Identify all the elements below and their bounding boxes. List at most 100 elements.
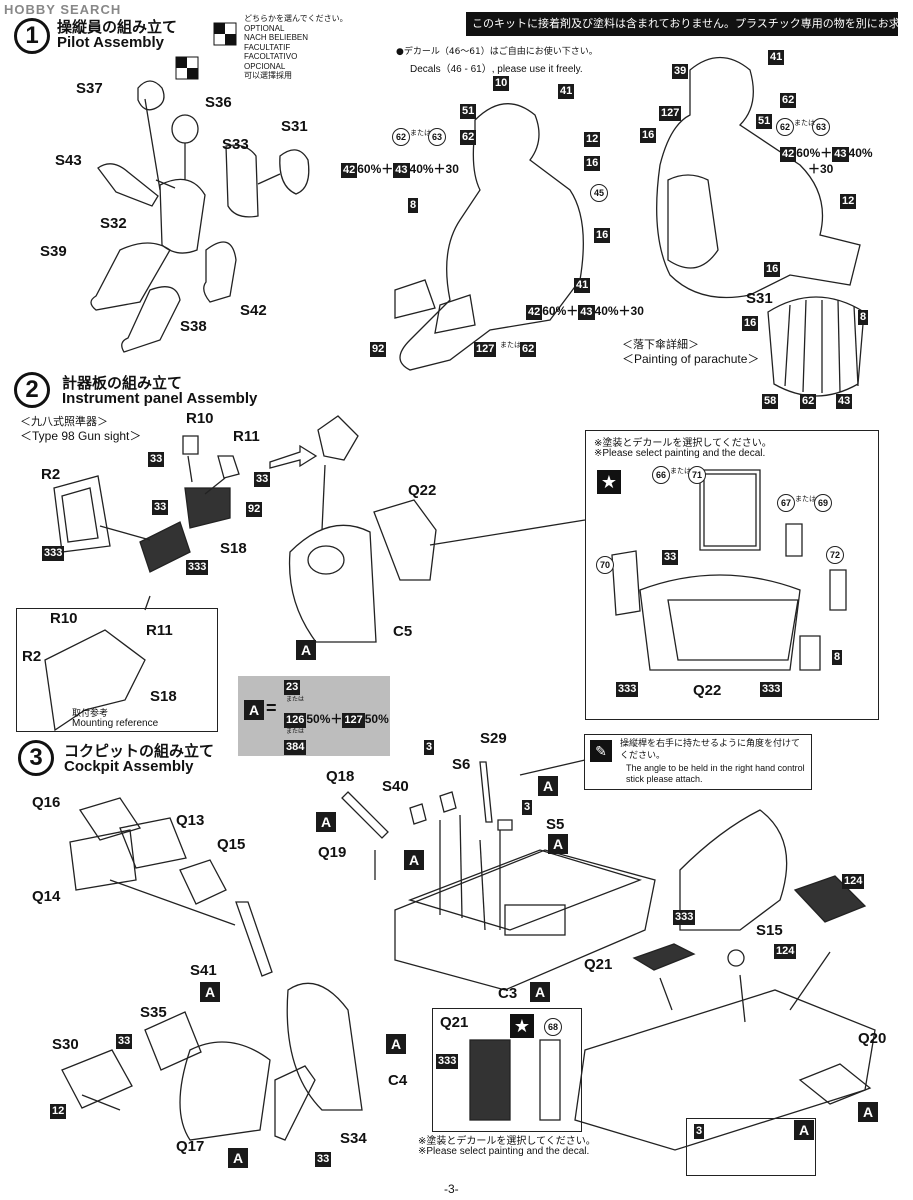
star-icon: ★ — [510, 1014, 534, 1038]
color-code: 51 — [756, 114, 773, 129]
part-label: Q13 — [176, 812, 205, 829]
panel-note-en: ※Please select painting and the decal. — [594, 448, 766, 459]
notice-banner: このキットに接着剤及び塗料は含まれておりません。プラスチック専用の物を別にお求め… — [466, 12, 898, 36]
part-label: C5 — [393, 623, 413, 640]
panel-decal-box — [585, 430, 879, 720]
color-code: 124 — [842, 874, 865, 889]
color-code: 16 — [764, 262, 781, 277]
color-code: 16 — [584, 156, 601, 171]
tip-icon: ✎ — [590, 740, 612, 762]
color-code: 333 — [616, 682, 639, 697]
color-code-circle: 45 — [590, 184, 608, 202]
detail-inset-box — [686, 1118, 816, 1176]
page-number: -3- — [444, 1182, 459, 1196]
step-3-title-en: Cockpit Assembly — [64, 758, 194, 775]
part-label: Q16 — [32, 794, 61, 811]
color-code: 92 — [370, 342, 387, 357]
color-code: 8 — [408, 198, 419, 213]
watermark: HOBBY SEARCH — [4, 2, 122, 17]
part-label: Q18 — [326, 768, 355, 785]
color-code: 62 — [520, 342, 537, 357]
color-code-circle: 63 — [812, 118, 830, 136]
part-label: Q19 — [318, 844, 347, 861]
color-code: 12 — [50, 1104, 67, 1119]
color-code: 92 — [246, 502, 263, 517]
part-label: S39 — [40, 243, 67, 260]
color-code: 10 — [493, 76, 510, 91]
color-code: 8 — [858, 310, 869, 325]
part-label: Q14 — [32, 888, 61, 905]
step-2-title-en: Instrument panel Assembly — [62, 390, 258, 407]
decal-note-jp: ●デカール（46～61）はご自由にお使い下さい。 — [396, 47, 598, 57]
decal-number: 67 — [777, 494, 795, 512]
step-1-title-jp: 操縦員の組み立て — [57, 18, 178, 36]
color-code: 33 — [152, 500, 169, 515]
part-label: R2 — [22, 648, 42, 665]
part-label: S31 — [281, 118, 308, 135]
color-code: 62 — [800, 394, 817, 409]
color-a-marker: A — [296, 640, 316, 660]
color-a-marker: A — [548, 834, 568, 854]
color-code: 62 — [460, 130, 477, 145]
part-label: R2 — [41, 466, 61, 483]
part-label: S38 — [180, 318, 207, 335]
part-label: C4 — [388, 1072, 408, 1089]
step-3-number: 3 — [18, 740, 54, 776]
part-label: S43 — [55, 152, 82, 169]
step-1-number: 1 — [14, 18, 50, 54]
panel-note-jp: ※塗装とデカールを選択してください。 — [594, 438, 772, 449]
color-a-marker: A — [538, 776, 558, 796]
color-code-circle: 63 — [428, 128, 446, 146]
step-2-number: 2 — [14, 372, 50, 408]
part-label: S33 — [222, 136, 249, 153]
part-label: R10 — [186, 410, 214, 427]
decal-number: 71 — [688, 466, 706, 484]
color-code: 333 — [673, 910, 696, 925]
color-code: 124 — [774, 944, 797, 959]
color-code: 41 — [558, 84, 575, 99]
color-a-marker: A — [530, 982, 550, 1002]
color-code: 62 — [780, 93, 797, 108]
part-label: S42 — [240, 302, 267, 319]
color-code: 333 — [760, 682, 783, 697]
color-code: 33 — [116, 1034, 133, 1049]
part-label: R11 — [146, 622, 173, 639]
part-label: S6 — [452, 756, 471, 773]
color-code: 12 — [584, 132, 601, 147]
color-mix: ＋30 — [808, 162, 834, 176]
part-label: R11 — [233, 428, 260, 445]
part-label: C3 — [498, 985, 518, 1002]
color-code: 33 — [315, 1152, 332, 1167]
mounting-reference-box — [16, 608, 218, 732]
or-label: または — [286, 728, 305, 735]
color-a-marker: A — [858, 1102, 878, 1122]
decal-number: 69 — [814, 494, 832, 512]
part-label: S29 — [480, 730, 507, 747]
part-label: S18 — [220, 540, 247, 557]
color-a-marker: A — [386, 1034, 406, 1054]
choose-note: どちらかを選んでください。 OPTIONAL NACH BELIEBEN FAC… — [244, 14, 348, 80]
color-code: 16 — [640, 128, 657, 143]
or-label: または — [500, 341, 521, 349]
part-label: R10 — [50, 610, 78, 627]
color-code: 384 — [284, 740, 307, 755]
color-code: 39 — [672, 64, 689, 79]
part-label: Q22 — [408, 482, 437, 499]
color-code: 333 — [42, 546, 65, 561]
color-code: 127 — [474, 342, 497, 357]
color-code: 41 — [574, 278, 591, 293]
color-code: 33 — [662, 550, 679, 565]
color-code: 333 — [436, 1054, 459, 1069]
or-label: または — [286, 696, 305, 703]
color-code: 3 — [694, 1124, 705, 1139]
gunsight-caption-jp: ＜九八式照準器＞ — [20, 415, 108, 428]
color-code: 43 — [836, 394, 853, 409]
mounting-caption-en: Mounting reference — [72, 718, 159, 729]
color-a-marker: A — [200, 982, 220, 1002]
part-label: S40 — [382, 778, 409, 795]
decal-number: 66 — [652, 466, 670, 484]
or-label: または — [410, 129, 431, 137]
